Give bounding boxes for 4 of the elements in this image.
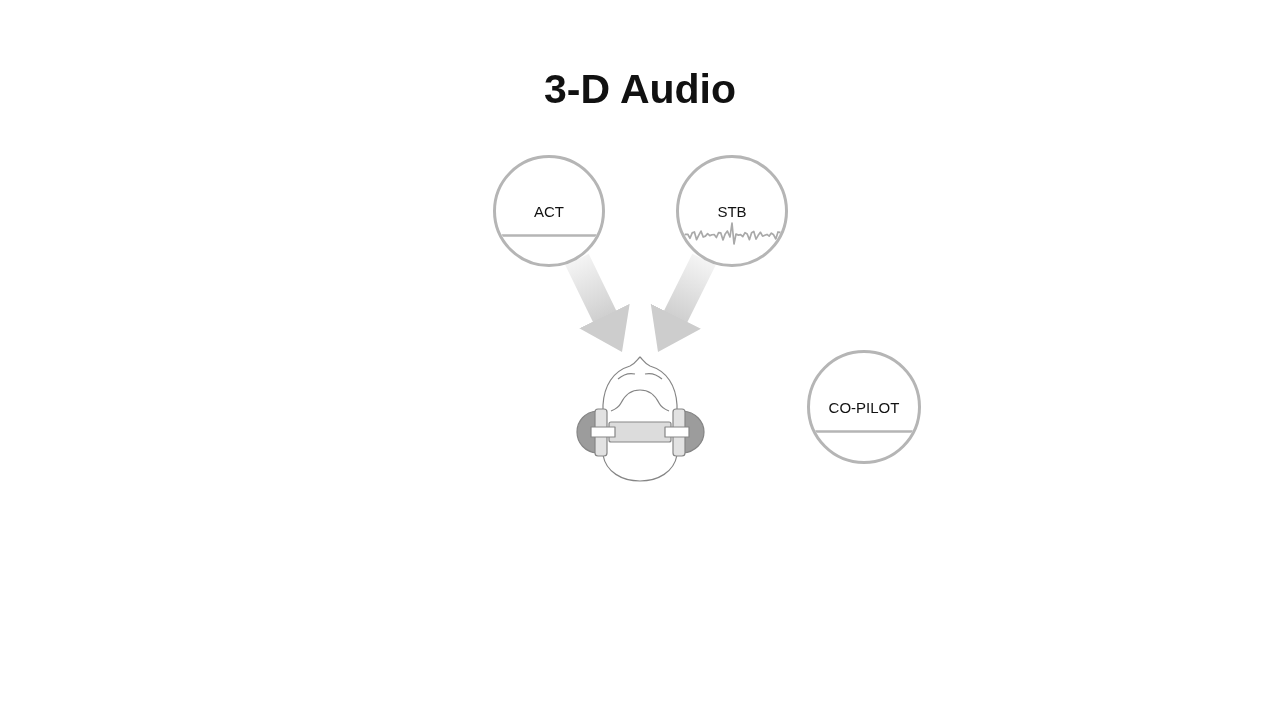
diagram-title: 3-D Audio bbox=[543, 65, 737, 114]
channel-label: STB bbox=[717, 202, 747, 220]
channel-label: CO-PILOT bbox=[828, 398, 900, 416]
channel-label: ACT bbox=[534, 202, 564, 220]
